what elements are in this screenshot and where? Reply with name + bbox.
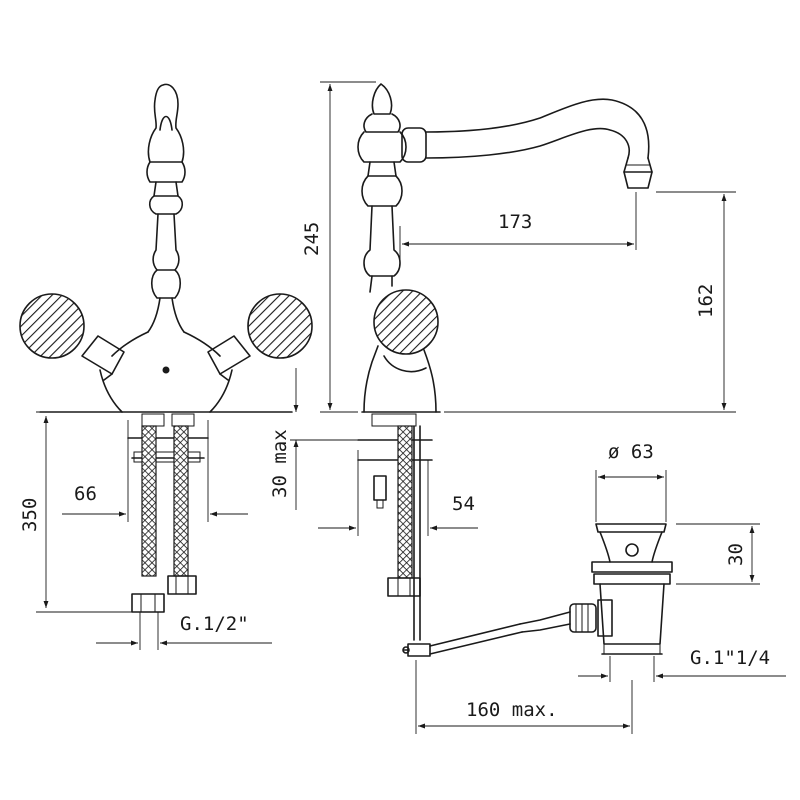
label-30-drain: 30 (725, 543, 747, 566)
label-54: 54 (452, 493, 475, 515)
label-162: 162 (695, 284, 717, 318)
side-view (357, 83, 653, 657)
front-view (19, 83, 313, 613)
dimension-labels: 245 173 162 30 max 350 66 54 ø 63 30 G.1… (19, 211, 770, 721)
label-160-max: 160 max. (466, 699, 558, 721)
label-g-1-2: G.1/2" (180, 613, 249, 635)
label-173: 173 (498, 211, 532, 233)
label-66: 66 (74, 483, 97, 505)
label-phi-63: ø 63 (608, 441, 654, 463)
waste-drain (429, 523, 673, 655)
label-g-1-1-4: G.1"1/4 (690, 647, 770, 669)
label-30-max: 30 max (269, 429, 291, 498)
label-350: 350 (19, 498, 41, 532)
dimension-lines (36, 81, 786, 734)
label-245: 245 (301, 222, 323, 256)
